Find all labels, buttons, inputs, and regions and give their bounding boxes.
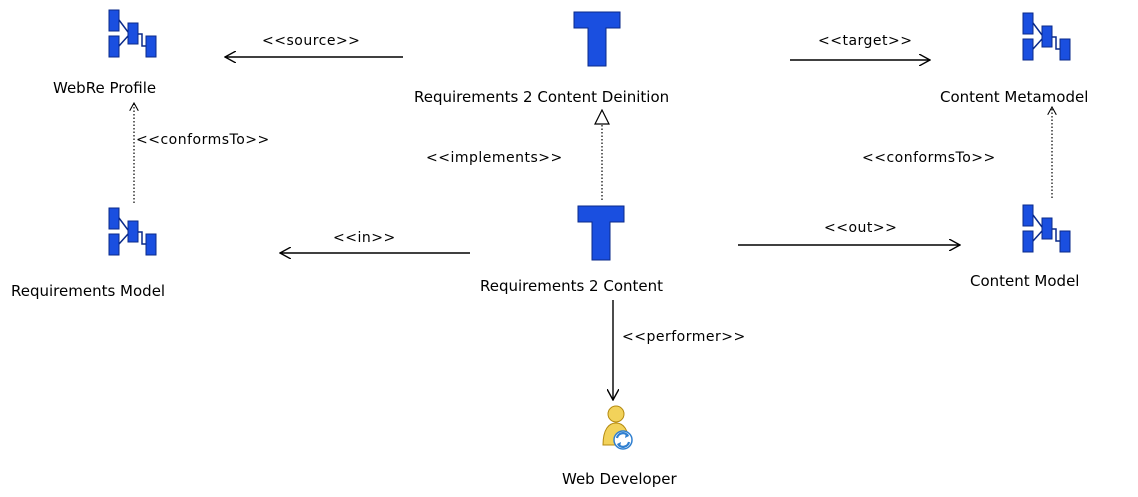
model-icon [108, 9, 157, 58]
model-icon [108, 207, 157, 256]
node-label-r2c: Requirements 2 Content [480, 277, 664, 295]
role-performer-icon [602, 405, 633, 450]
node-label-content-metamodel: Content Metamodel [940, 88, 1089, 106]
edge-label-in: <<in>> [333, 230, 396, 246]
edge-label-performer: <<performer>> [622, 329, 746, 345]
edge-label-source: <<source>> [262, 33, 361, 49]
edge-label-implements: <<implements>> [426, 150, 563, 166]
node-label-web-developer: Web Developer [562, 470, 677, 488]
edge-label-conforms-to-left: <<conformsTo>> [136, 132, 270, 148]
node-label-requirements-model: Requirements Model [11, 282, 166, 300]
node-label-content-model: Content Model [970, 272, 1080, 290]
model-icon [1022, 204, 1071, 253]
edge-label-conforms-to-right: <<conformsTo>> [862, 150, 996, 166]
node-label-webre-profile: WebRe Profile [53, 79, 157, 97]
node-label-r2c-definition: Requirements 2 Content Deinition [414, 88, 670, 106]
transformation-definition-icon [573, 11, 621, 67]
model-icon [1022, 12, 1071, 61]
edge-label-out: <<out>> [824, 220, 898, 236]
transformation-icon [577, 205, 625, 261]
edge-label-target: <<target>> [818, 33, 913, 49]
